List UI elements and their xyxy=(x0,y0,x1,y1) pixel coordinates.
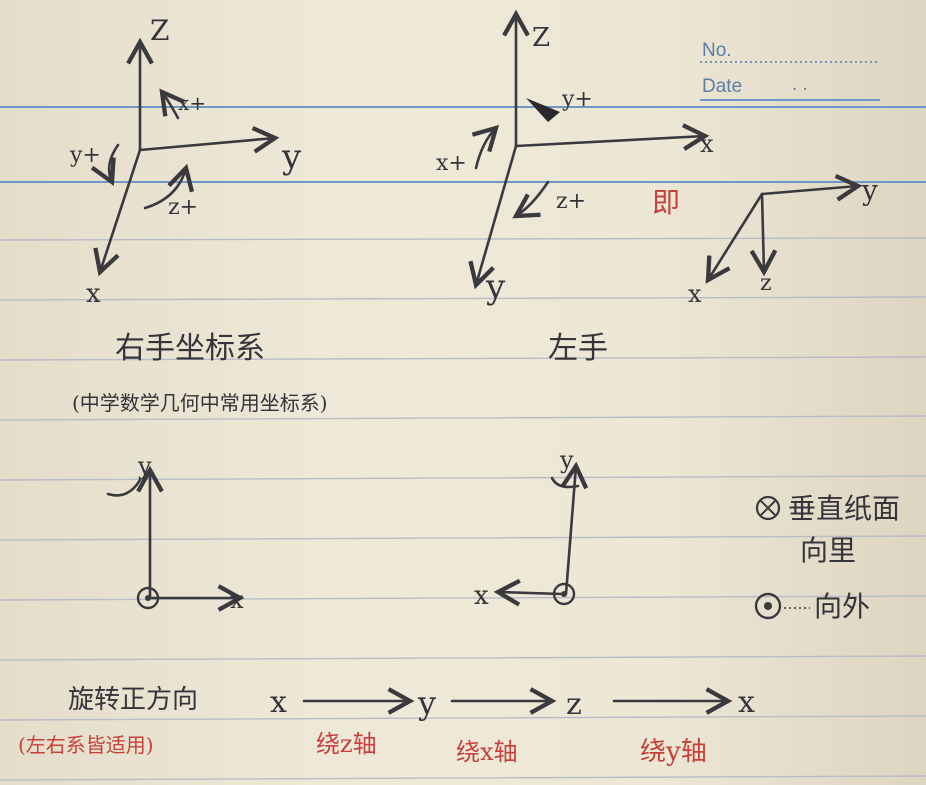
out-of-page-dot-center xyxy=(145,595,151,601)
out-of-page-dot xyxy=(136,586,160,610)
y-axis-arrow xyxy=(468,144,518,290)
axis-note: 绕y轴 xyxy=(640,737,707,767)
rotation-order-label: 旋转正方向 xyxy=(68,685,198,715)
date-label: Date xyxy=(702,76,742,97)
rotation-label: z+ xyxy=(168,195,198,220)
right-hand-note: (中学数学几何中常用坐标系) xyxy=(72,391,328,415)
rotation-label: x+ xyxy=(436,151,467,176)
rotation-label: x+ xyxy=(178,91,206,115)
y-axis-label: y xyxy=(559,446,574,474)
rotation-arrow xyxy=(143,163,195,210)
rotation-arrow xyxy=(106,478,142,497)
x-axis-label: x xyxy=(474,581,489,611)
z-axis-label: z xyxy=(760,271,772,296)
equivalence-note: 即 xyxy=(652,186,680,219)
axis-note: 绕x轴 xyxy=(456,738,518,766)
x-axis-arrow xyxy=(514,123,710,151)
y-axis-arrow xyxy=(560,461,589,596)
x-axis-arrow xyxy=(493,578,564,607)
chain-axis-label: y xyxy=(417,684,436,722)
rotation-order-note: (左右系皆适用) xyxy=(18,733,154,757)
rotation-arrow-filled xyxy=(526,98,560,122)
out-of-page-symbol xyxy=(754,592,782,620)
no-label: No. xyxy=(702,40,732,61)
right-hand-caption: 右手坐标系 xyxy=(115,331,265,366)
left-hand-2d-axes: y x xyxy=(474,446,589,611)
x-axis-label: x xyxy=(230,586,244,614)
rotation-label: y+ xyxy=(69,143,101,168)
right-hand-3d-axes: Z y x x+ y+ z+ xyxy=(69,14,302,309)
y-axis-arrow xyxy=(760,173,863,202)
z-axis-arrow xyxy=(749,192,778,277)
rotation-arrow xyxy=(550,476,580,489)
out-of-page-symbol-center xyxy=(764,602,772,610)
left-hand-3d-axes: Z x y y+ x+ z+ xyxy=(436,9,714,307)
chain-axis-label: x xyxy=(270,685,287,720)
rotation-arrow xyxy=(512,180,550,219)
into-page-cross xyxy=(760,500,776,516)
x-axis-label: x xyxy=(688,280,702,308)
x-axis-arrow xyxy=(93,148,142,277)
axis-note: 绕z轴 xyxy=(316,730,377,758)
x-axis-label: x xyxy=(86,279,101,309)
rotation-order: 旋转正方向 (左右系皆适用) x y z x 绕z轴 绕x轴 绕y轴 xyxy=(18,684,755,767)
chain-axis-label: x xyxy=(738,685,755,720)
left-hand-caption: 左手 xyxy=(548,331,608,366)
x-axis-label: x xyxy=(700,130,714,158)
ruled-lines xyxy=(0,61,926,781)
y-axis-label: y xyxy=(137,452,152,480)
rotation-arrow xyxy=(159,88,186,120)
equivalent-axes: 即 y x z xyxy=(652,173,878,308)
z-axis-label: Z xyxy=(150,14,169,47)
rotation-arrow xyxy=(471,124,500,170)
y-axis-arrow xyxy=(138,126,280,154)
x-axis-arrow xyxy=(705,192,764,284)
out-of-page-dot-center xyxy=(561,591,567,597)
rotation-arrow xyxy=(90,143,120,186)
out-of-page-dot xyxy=(552,582,576,606)
z-axis-label: Z xyxy=(532,23,550,53)
right-hand-2d-axes: y x xyxy=(106,452,245,614)
into-page-label: 垂直纸面 xyxy=(788,492,900,525)
into-page-symbol xyxy=(755,495,781,521)
chain-axis-label: z xyxy=(566,687,582,722)
rotation-label: y+ xyxy=(561,87,593,112)
into-page-label-2: 向里 xyxy=(800,534,856,567)
out-of-page-label: 向外 xyxy=(814,590,870,623)
y-axis-label: y xyxy=(281,137,302,177)
date-dots: . . xyxy=(792,74,808,95)
y-axis-label: y xyxy=(485,267,506,307)
y-axis-label: y xyxy=(861,174,878,207)
symbol-legend: 垂直纸面 向里 向外 xyxy=(754,492,900,623)
rotation-label: z+ xyxy=(556,189,586,214)
